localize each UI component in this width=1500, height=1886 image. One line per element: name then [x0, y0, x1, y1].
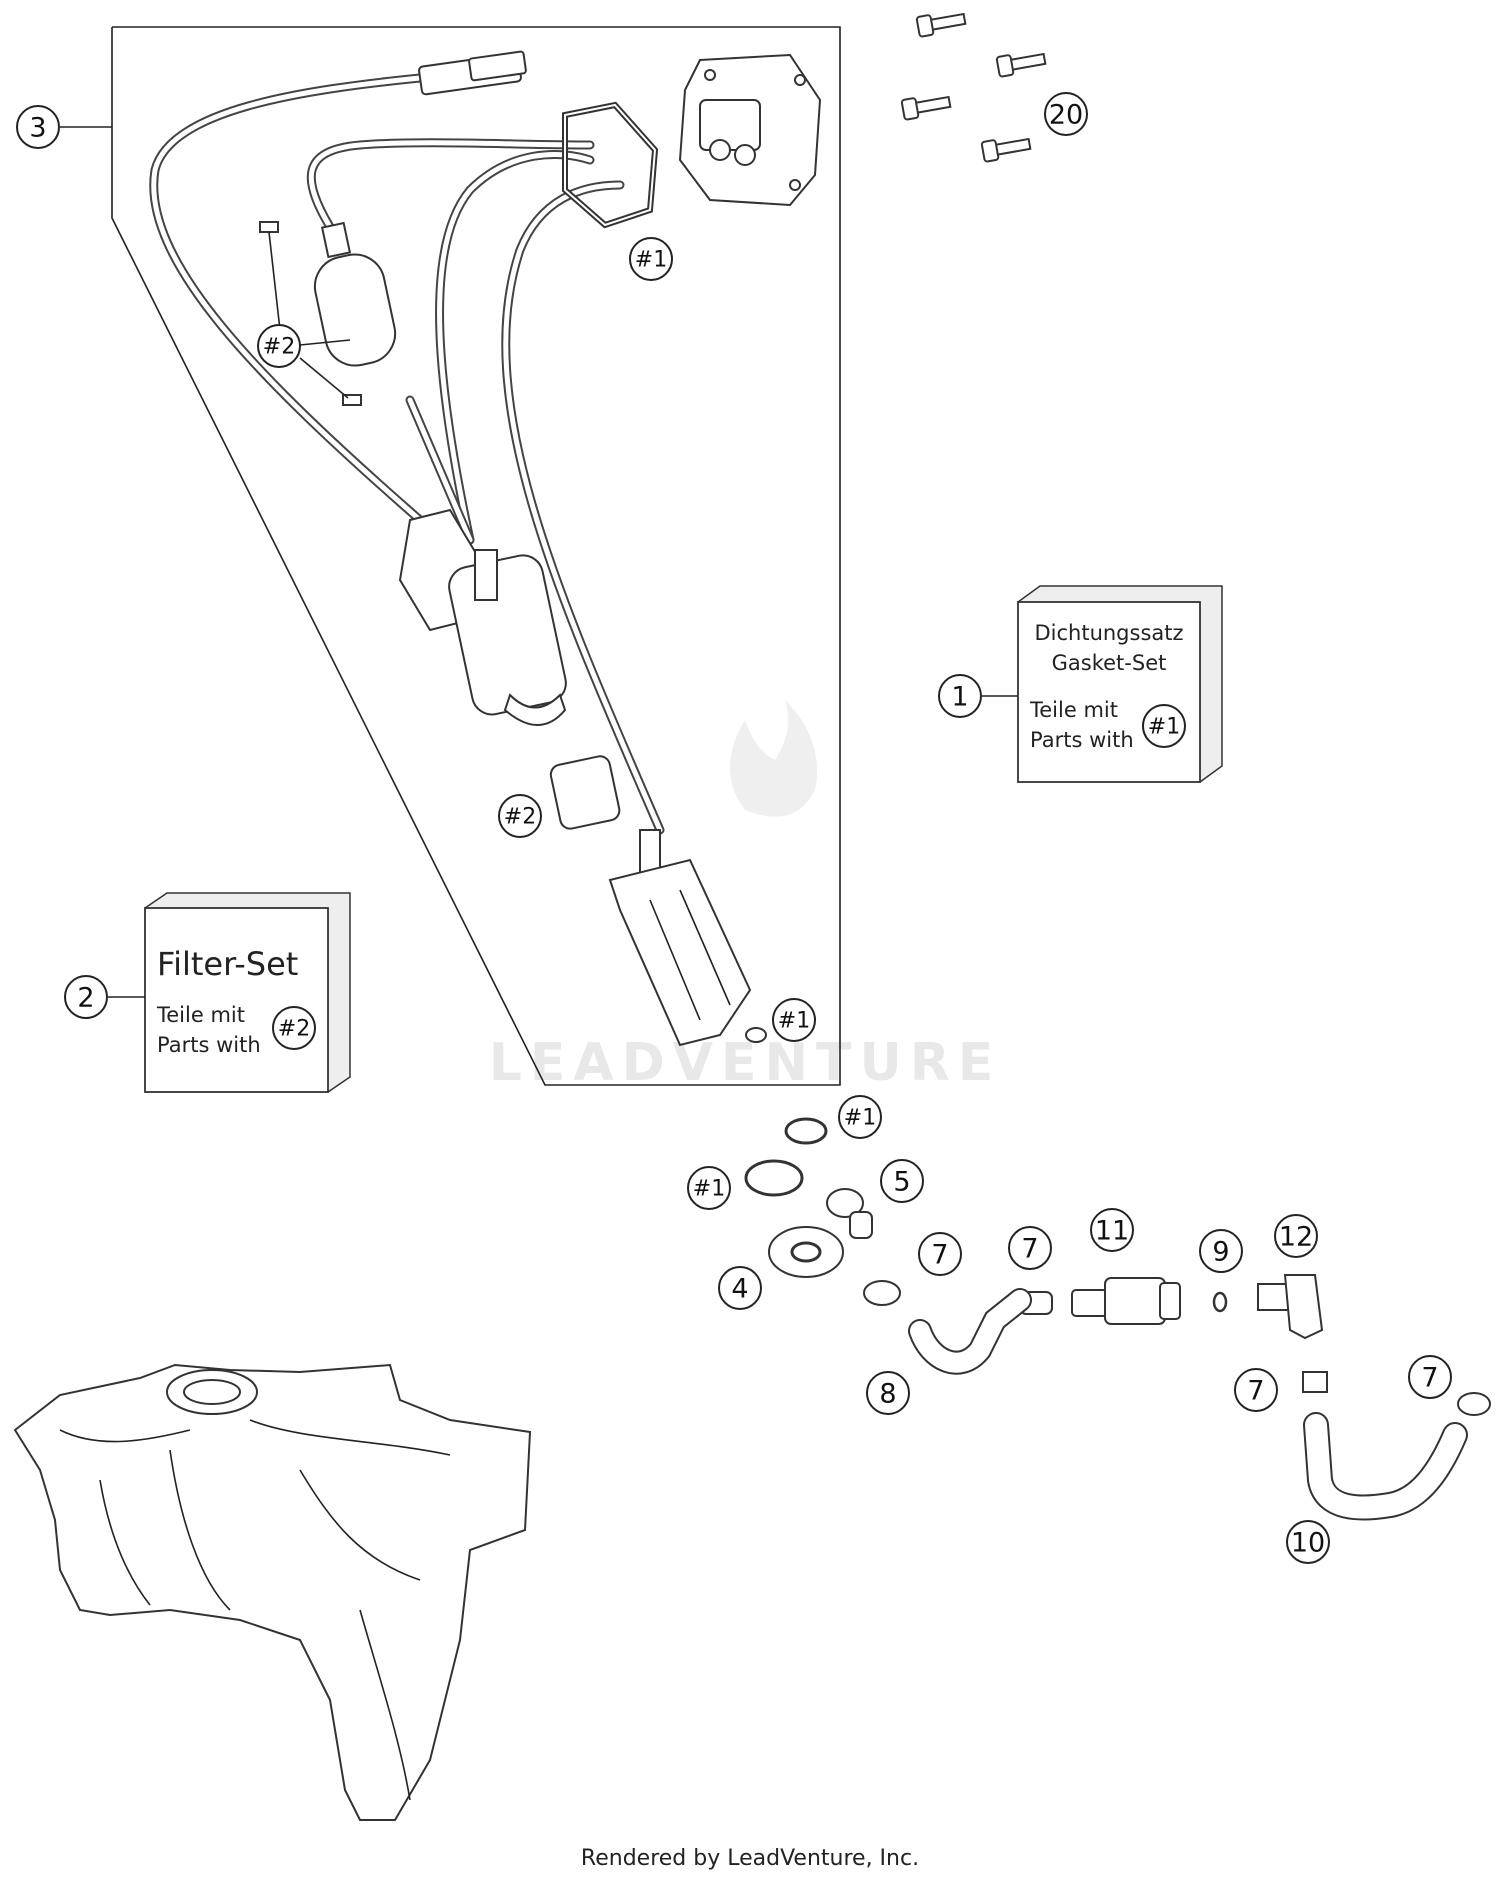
wire-harness	[149, 50, 527, 525]
callout-5[interactable]: 5	[880, 1159, 924, 1203]
callout-11[interactable]: 11	[1090, 1208, 1134, 1252]
callout-8[interactable]: 8	[866, 1371, 910, 1415]
o-ring-9	[1212, 1291, 1228, 1313]
callout-2-label: 2	[77, 983, 94, 1014]
inline-filter	[259, 221, 397, 406]
gasket-box-hash1: #1	[1148, 715, 1180, 740]
elbow-12	[1257, 1274, 1324, 1340]
watermark-text: LEADVENTURE	[489, 1033, 1002, 1093]
callout-hash1-oring-b[interactable]: #1	[687, 1166, 731, 1210]
callout-7-b-label: 7	[1021, 1234, 1038, 1265]
gasket-box-line1: Dichtungssatz	[1034, 621, 1183, 645]
callout-5-label: 5	[893, 1167, 910, 1198]
o-rings	[744, 1117, 828, 1197]
filter-sleeve	[549, 755, 621, 830]
gasket-box-line2: Gasket-Set	[1052, 651, 1167, 675]
gasket-box-line4: Parts with	[1030, 728, 1134, 752]
callout-1-label: 1	[951, 682, 968, 713]
filter-box-hash2: #2	[278, 1017, 310, 1042]
callout-hash1-oring-a[interactable]: #1	[838, 1095, 882, 1139]
flange-nut-and-plate	[768, 1188, 873, 1278]
filter-box-title: Filter-Set	[157, 945, 298, 983]
callout-hash1-oring-a-label: #1	[844, 1106, 876, 1131]
gasket-box-line3: Teile mit	[1029, 698, 1118, 722]
screws	[900, 12, 1047, 163]
callout-1[interactable]: 1	[938, 674, 1018, 718]
callout-hash2-filter-label: #2	[263, 335, 295, 360]
callout-7-c[interactable]: 7	[1234, 1368, 1278, 1412]
filter-box-line1: Teile mit	[156, 1003, 245, 1027]
callout-9-label: 9	[1212, 1237, 1229, 1268]
filter-set-box: Filter-Set Teile mit Parts with #2	[143, 892, 351, 1093]
fuel-tank	[13, 1363, 532, 1821]
callout-hash1-strainer[interactable]: #1	[772, 998, 816, 1042]
fuel-pump-bracket	[398, 508, 567, 726]
hose-10	[1303, 1412, 1468, 1521]
callout-4-label: 4	[731, 1274, 748, 1305]
callout-20-label: 20	[1049, 100, 1083, 131]
gasket-set-box: Dichtungssatz Gasket-Set Teile mit Parts…	[1016, 585, 1223, 783]
callout-2[interactable]: 2	[64, 975, 145, 1019]
callout-hash2-filter[interactable]: #2	[257, 231, 351, 399]
hose-8	[908, 1288, 1032, 1375]
watermark: LEADVENTURE	[489, 700, 1002, 1093]
pump-assembly-outline	[111, 26, 841, 1086]
callout-8-label: 8	[879, 1379, 896, 1410]
callout-hash1-strainer-label: #1	[778, 1009, 810, 1034]
callout-7-d-label: 7	[1421, 1363, 1438, 1394]
callout-10[interactable]: 10	[1286, 1520, 1330, 1564]
callout-12-label: 12	[1279, 1222, 1313, 1253]
pump-strainer	[608, 829, 767, 1047]
callout-10-label: 10	[1291, 1528, 1325, 1559]
callout-20[interactable]: 20	[1044, 92, 1088, 136]
callout-7-a-label: 7	[931, 1240, 948, 1271]
callout-hash2-sleeve-label: #2	[504, 805, 536, 830]
pump-flange	[678, 53, 822, 207]
callout-3-label: 3	[29, 113, 46, 144]
footer-credit: Rendered by LeadVenture, Inc.	[580, 1846, 920, 1871]
fuel-hoses	[306, 138, 665, 835]
callout-7-c-label: 7	[1247, 1376, 1264, 1407]
callout-3[interactable]: 3	[16, 105, 112, 149]
callout-4[interactable]: 4	[718, 1266, 762, 1310]
callout-12[interactable]: 12	[1274, 1214, 1318, 1258]
callout-hash2-sleeve[interactable]: #2	[498, 794, 542, 838]
quick-coupler	[1071, 1277, 1181, 1325]
callout-hash1-flange-label: #1	[635, 248, 667, 273]
callout-7-a[interactable]: 7	[918, 1232, 962, 1276]
callout-hash1-flange[interactable]: #1	[629, 237, 673, 281]
callout-7-b[interactable]: 7	[1008, 1226, 1052, 1270]
callout-9[interactable]: 9	[1199, 1229, 1243, 1273]
callout-11-label: 11	[1095, 1216, 1129, 1247]
filter-box-line2: Parts with	[157, 1033, 261, 1057]
flange-gasket	[562, 101, 659, 229]
callout-7-d[interactable]: 7	[1408, 1355, 1452, 1399]
callout-hash1-oring-b-label: #1	[693, 1177, 725, 1202]
